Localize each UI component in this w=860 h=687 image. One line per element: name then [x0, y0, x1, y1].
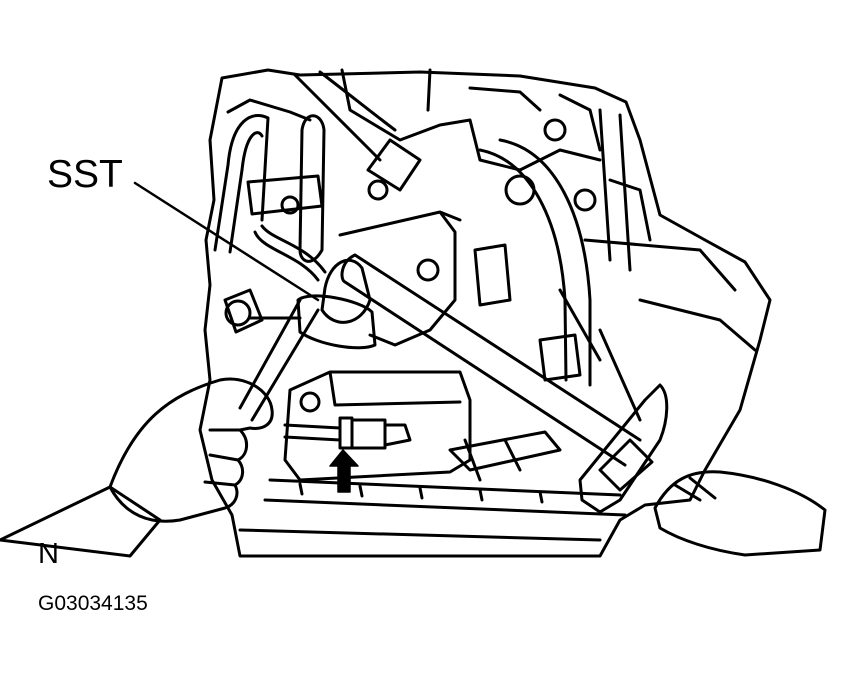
orientation-label: N — [38, 538, 59, 570]
sst-tool-head — [296, 294, 377, 350]
oil-pan-rail — [238, 478, 627, 542]
curved-pipe — [478, 138, 592, 387]
tool-clamp-inner — [598, 438, 654, 492]
figure-code: G03034135 — [38, 592, 148, 615]
right-hand — [653, 470, 827, 557]
wrench-handle — [238, 298, 320, 422]
sst-callout-label: SST — [47, 153, 123, 196]
arrow-up-icon — [329, 449, 359, 493]
transmission-case-outline — [198, 68, 772, 558]
pan-bolts — [298, 482, 544, 504]
cooler-pipe-right — [298, 114, 326, 263]
sst-tool-socket — [320, 258, 372, 324]
sst-tool-bar — [340, 253, 642, 467]
hose-bracket — [366, 138, 422, 201]
hand-fingers — [203, 428, 242, 487]
linkage-arm — [448, 430, 562, 482]
pipe-fitting — [473, 243, 582, 382]
line-fitting — [283, 416, 412, 450]
bracket-plate — [338, 210, 462, 347]
small-fitting — [299, 391, 321, 413]
valve-body — [283, 370, 472, 482]
tool-clamp — [578, 383, 669, 514]
pipe-clamp — [246, 174, 324, 216]
upper-hose — [293, 70, 397, 162]
right-fingers — [673, 476, 717, 502]
sst-leader-line — [133, 181, 320, 302]
hand-icon — [108, 377, 274, 523]
cooler-pipe-left — [213, 114, 270, 254]
case-ribs — [558, 108, 757, 422]
bracket-bolt — [416, 258, 440, 282]
upper-housing — [226, 68, 652, 242]
left-sleeve — [0, 485, 162, 558]
pipe-elbow — [253, 224, 327, 282]
